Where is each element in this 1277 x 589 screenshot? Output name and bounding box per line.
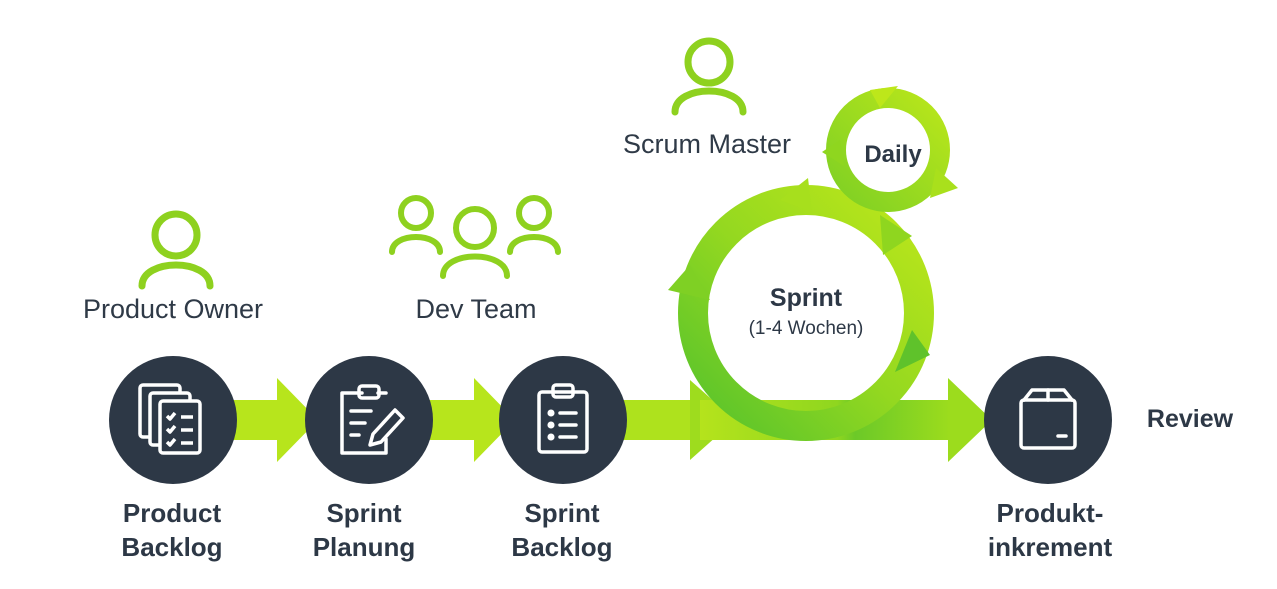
documents-checklist-icon xyxy=(138,383,202,455)
clipboard-list-icon xyxy=(537,383,589,454)
label-review: Review xyxy=(1146,405,1234,433)
label-sprint-backlog: Sprint Backlog xyxy=(462,496,662,564)
label-product-owner: Product Owner xyxy=(82,294,264,324)
daily-cycle xyxy=(822,86,958,212)
label-scrum-master: Scrum Master xyxy=(622,129,792,159)
label-line: inkrement xyxy=(987,532,1113,562)
label-product-backlog: Product Backlog xyxy=(72,496,272,564)
label-daily: Daily xyxy=(864,141,922,168)
label-line: Sprint xyxy=(326,498,402,528)
sprint-cycle xyxy=(668,178,934,441)
daily-arrowhead xyxy=(870,86,898,108)
clipboard-pencil-icon xyxy=(340,384,405,455)
label-dev-team: Dev Team xyxy=(415,294,537,324)
node-sprint-planung xyxy=(305,356,433,484)
cycle-arrowhead xyxy=(668,265,710,300)
label-line: Sprint xyxy=(524,498,600,528)
node-produktinkrement xyxy=(984,356,1112,484)
daily-arrowhead xyxy=(930,168,958,198)
label-line: Planung xyxy=(312,532,416,562)
label-line: Produkt- xyxy=(996,498,1104,528)
node-sprint-backlog xyxy=(499,356,627,484)
label-sprint-planung: Sprint Planung xyxy=(264,496,464,564)
label-produktinkrement: Produkt- inkrement xyxy=(950,496,1150,564)
person-icon xyxy=(671,37,747,116)
cycle-arrowhead xyxy=(880,215,912,255)
label-sprint-duration: (1-4 Wochen) xyxy=(748,318,864,339)
label-line: Backlog xyxy=(121,532,223,562)
label-line: Product xyxy=(122,498,222,528)
package-box-icon xyxy=(1019,388,1077,450)
person-icon xyxy=(138,210,214,290)
node-product-backlog xyxy=(109,356,237,484)
label-line: Backlog xyxy=(511,532,613,562)
arrow-planung-to-backlog xyxy=(428,378,515,462)
arrow-backlog-to-planung xyxy=(232,378,318,462)
cycle-arrowhead xyxy=(780,178,812,212)
team-icon xyxy=(389,195,561,279)
label-sprint: Sprint xyxy=(769,284,843,312)
daily-arrowhead xyxy=(822,140,844,166)
cycle-arrowhead xyxy=(895,330,930,372)
